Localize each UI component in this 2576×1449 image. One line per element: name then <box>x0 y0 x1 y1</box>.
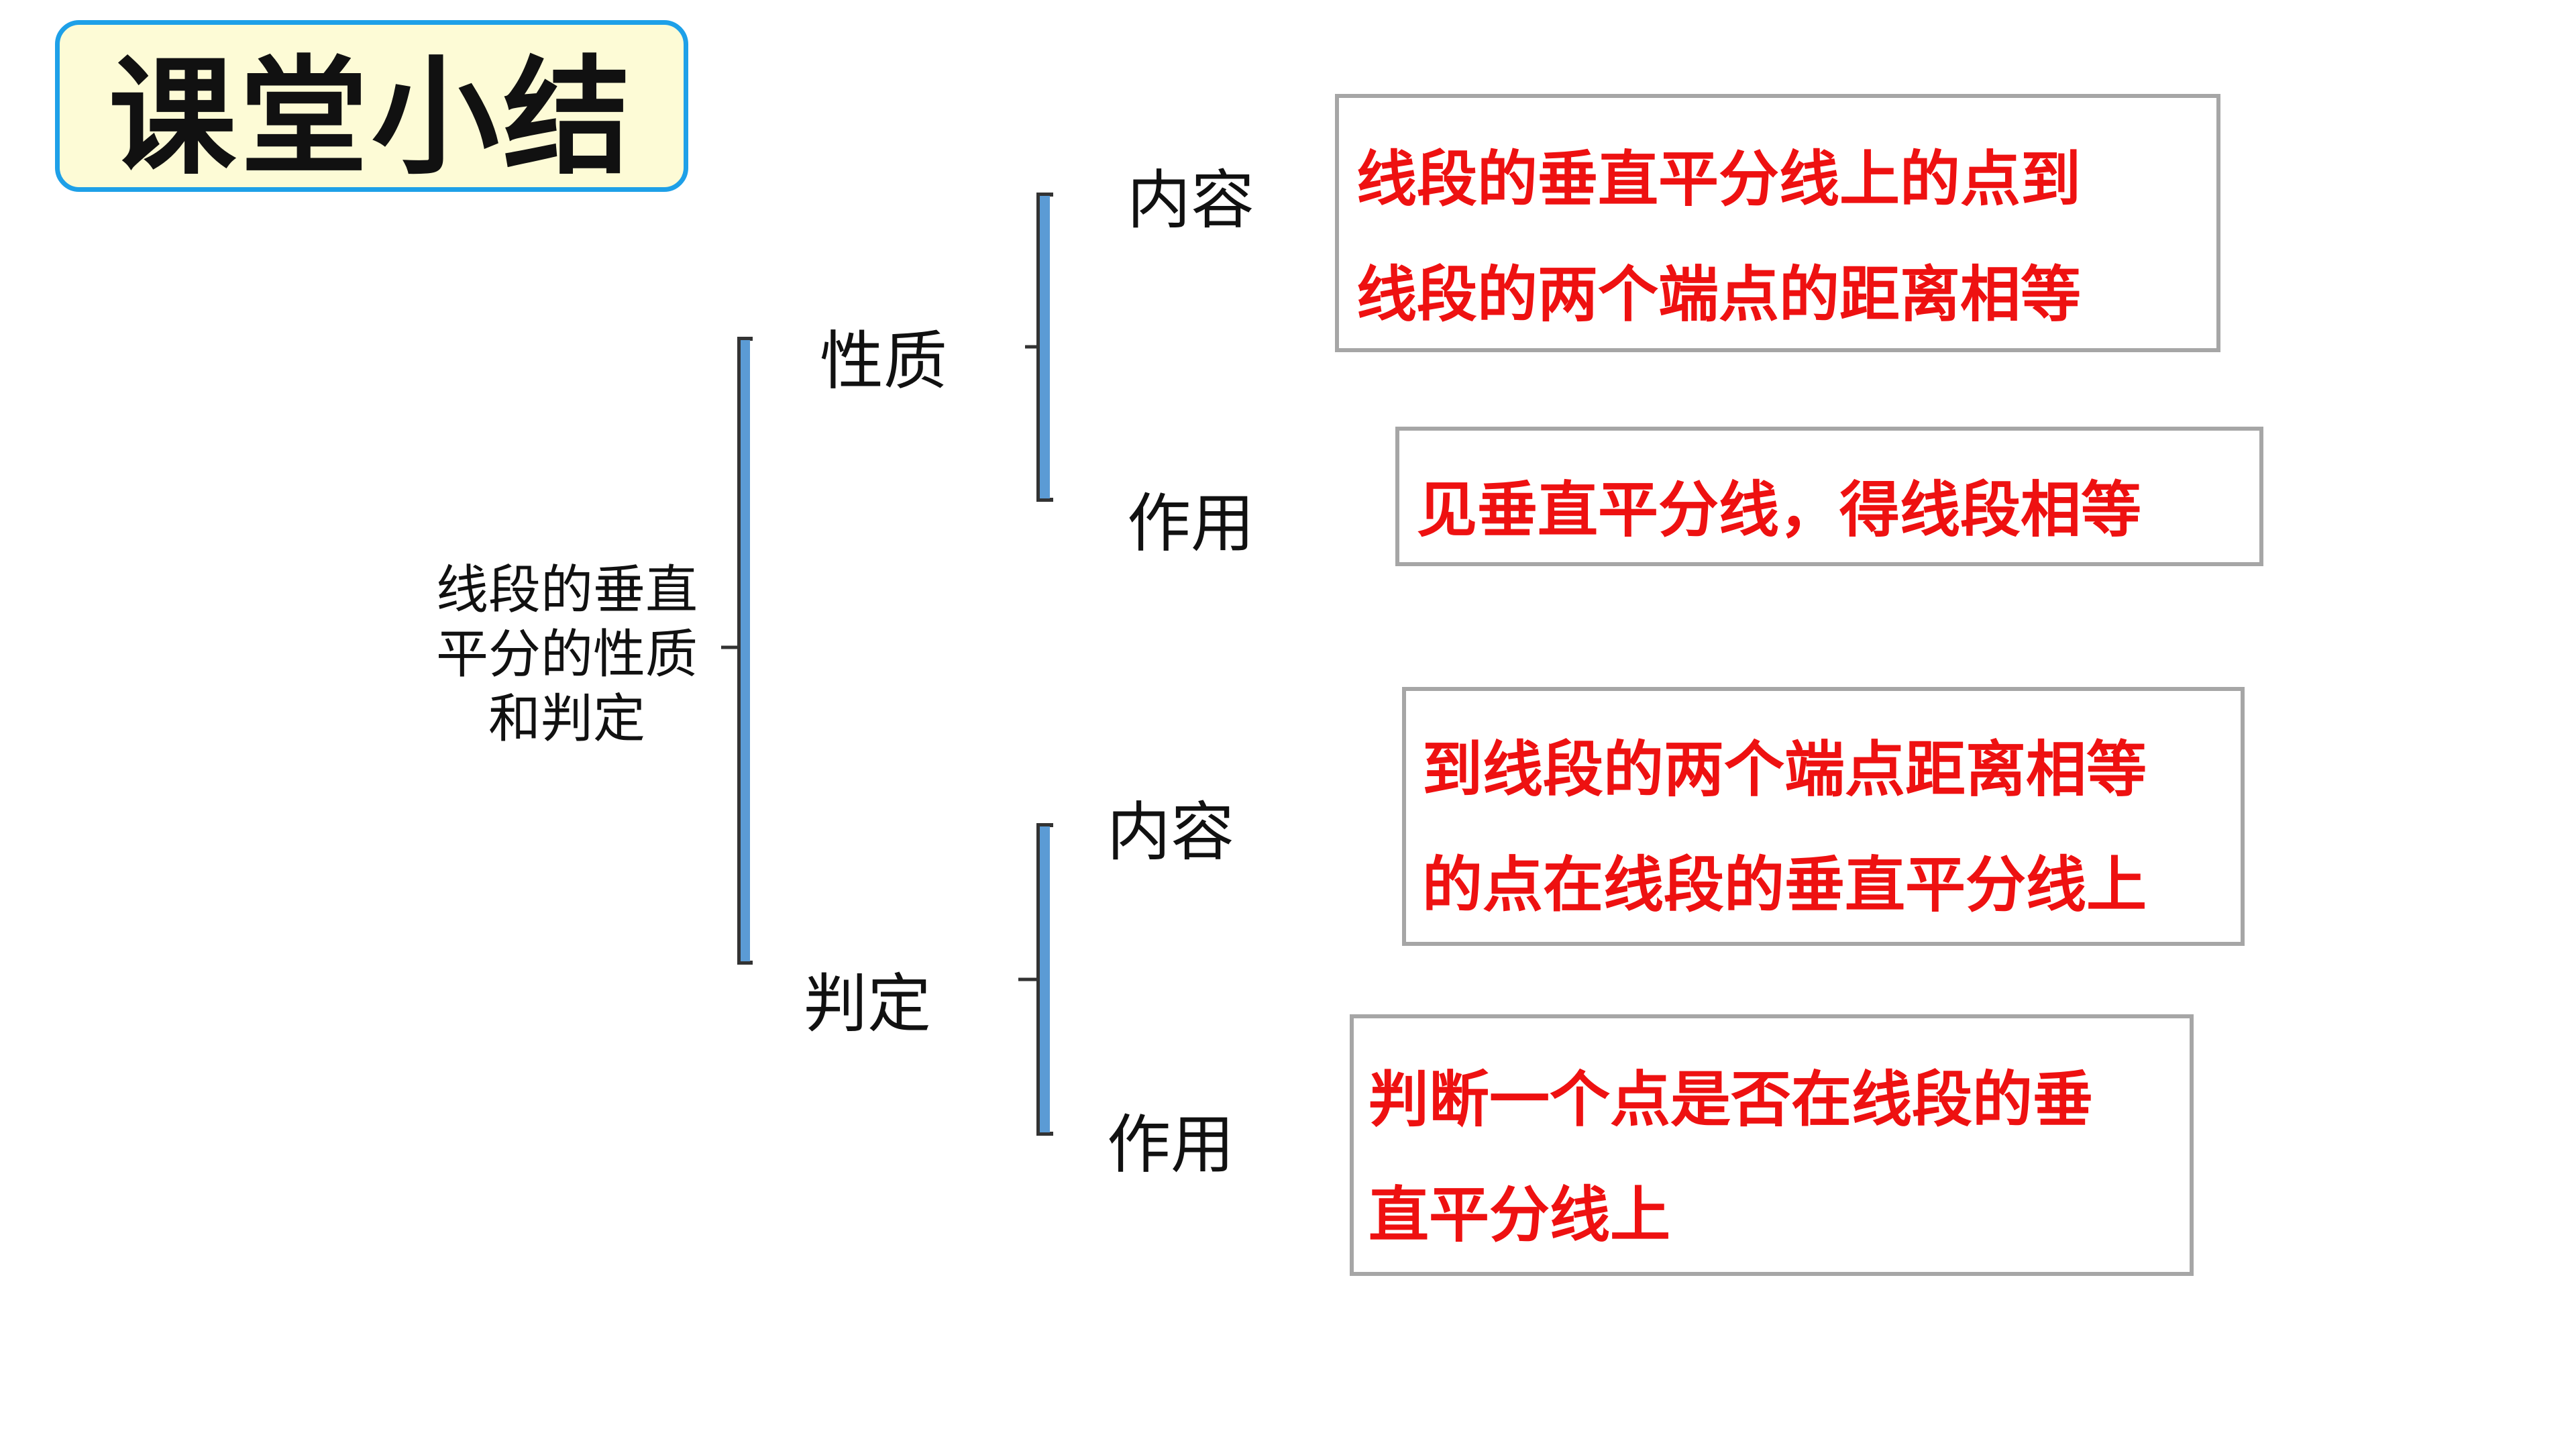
root-topic-line: 线段的垂直 <box>435 560 698 621</box>
criterion-content-label: 内容 <box>1107 796 1235 869</box>
root-topic-line: 和判定 <box>488 689 645 749</box>
property-content-line: 线段的垂直平分线上的点到 <box>1356 144 2081 215</box>
main-bracket <box>737 337 753 965</box>
criterion-content-box <box>1402 687 2245 946</box>
property-use-box <box>1395 427 2263 566</box>
title-badge: 课堂小结 <box>55 20 688 192</box>
property-content-box <box>1335 94 2220 352</box>
branch2-bracket <box>1036 823 1053 1136</box>
root-topic: 线段的垂直 平分的性质 和判定 <box>416 558 718 751</box>
root-topic-line: 平分的性质 <box>435 625 698 685</box>
criterion-use-line: 直平分线上 <box>1368 1180 1670 1250</box>
branch1-bracket <box>1036 193 1053 502</box>
property-content-line: 线段的两个端点的距离相等 <box>1356 260 2081 330</box>
property-use-line: 见垂直平分线，得线段相等 <box>1417 475 2141 545</box>
branch-property-label: 性质 <box>820 325 948 398</box>
page-title: 课堂小结 <box>108 43 635 192</box>
criterion-use-box <box>1350 1014 2194 1276</box>
criterion-use-label: 作用 <box>1107 1108 1235 1182</box>
criterion-content-line: 的点在线段的垂直平分线上 <box>1422 850 2147 920</box>
property-use-label: 作用 <box>1127 487 1255 561</box>
criterion-use-line: 判断一个点是否在线段的垂 <box>1368 1065 2093 1135</box>
criterion-content-line: 到线段的两个端点距离相等 <box>1422 735 2147 805</box>
branch-criterion-label: 判定 <box>804 967 932 1041</box>
property-content-label: 内容 <box>1127 164 1255 237</box>
